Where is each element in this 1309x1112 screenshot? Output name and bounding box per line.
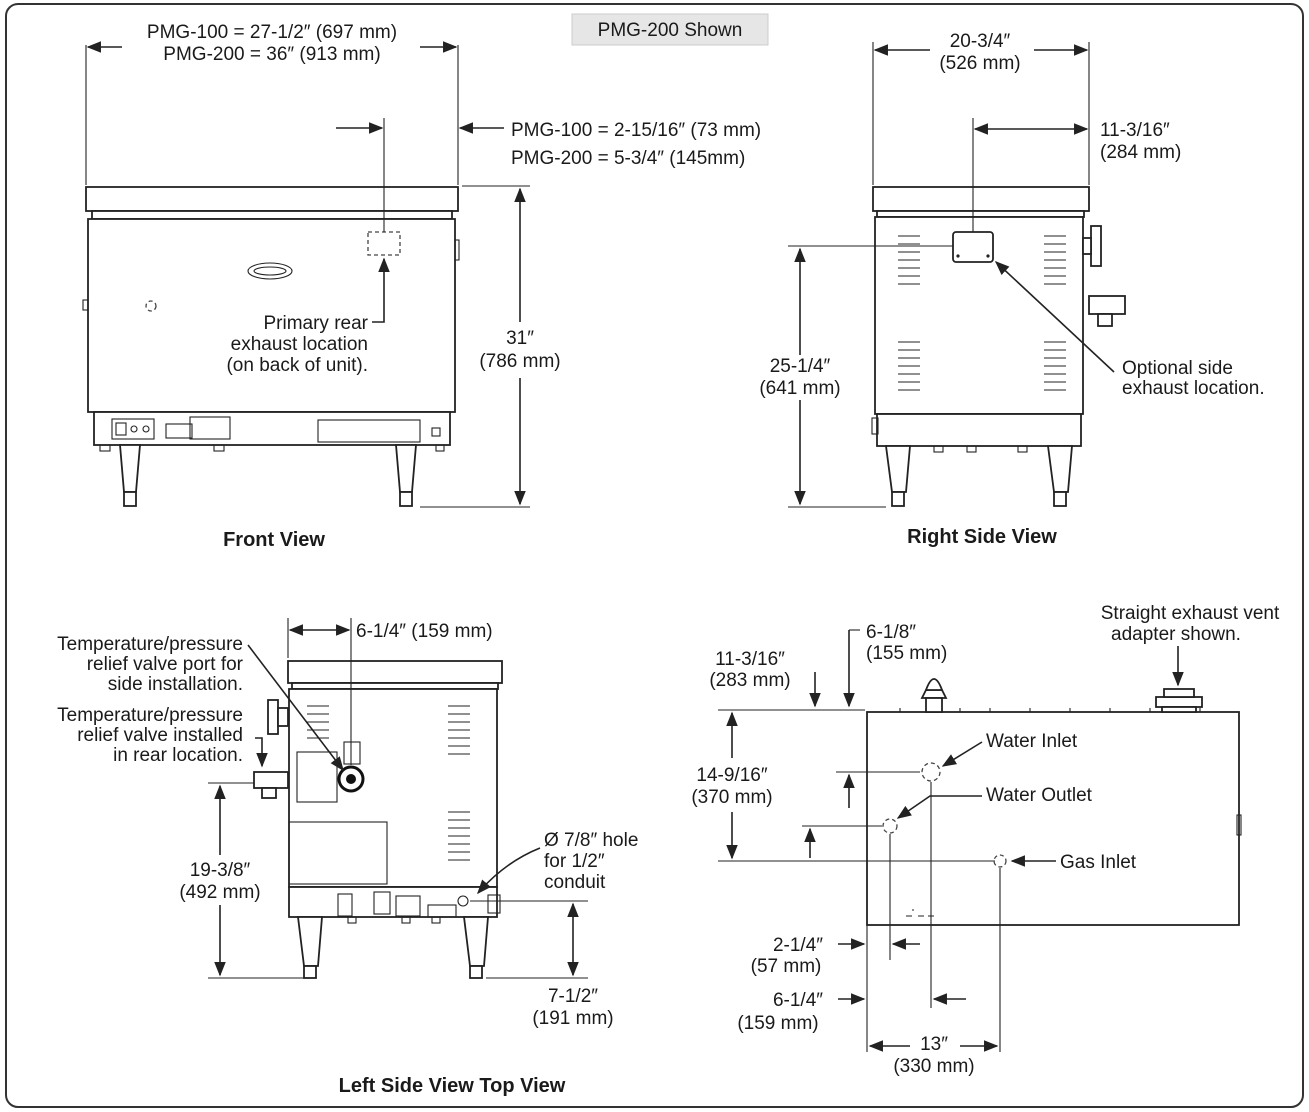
- left-height-dim-line1: 19-3/8″: [190, 860, 251, 881]
- vent-note-line1: Straight exhaust vent: [1101, 603, 1280, 624]
- top-depth-dim-line1: 14-9/16″: [696, 765, 767, 786]
- vent-note-line2: adapter shown.: [1111, 624, 1241, 645]
- front-offset-dim-line2: PMG-200 = 5-3/4″ (145mm): [511, 148, 745, 169]
- hole-note-line1: Ø 7/8″ hole: [544, 830, 638, 851]
- valve-port-note-line2: relief valve port for: [87, 654, 244, 675]
- valve-rear-note-line3: in rear location.: [113, 745, 243, 766]
- front-height-dim-line2: (786 mm): [479, 351, 560, 372]
- front-width-dim-line2: PMG-200 = 36″ (913 mm): [163, 44, 380, 65]
- front-exhaust-note-line3: (on back of unit).: [226, 355, 368, 376]
- right-height-dim-line1: 25-1/4″: [770, 356, 831, 377]
- top-dim-b-line1: 6-1/8″: [866, 622, 916, 643]
- right-exhaust-note-line2: exhaust location.: [1122, 378, 1265, 399]
- top-dim-a-line1: 11-3/16″: [715, 649, 785, 670]
- front-width-dim-line1: PMG-100 = 27-1/2″ (697 mm): [147, 22, 397, 43]
- model-badge-text: PMG-200 Shown: [598, 20, 743, 41]
- valve-rear-note-line2: relief valve installed: [77, 725, 243, 746]
- leg-dim-line1: 7-1/2″: [548, 986, 598, 1007]
- top-depth-dim-line2: (370 mm): [691, 787, 772, 808]
- left-height-dim-line2: (492 mm): [179, 882, 260, 903]
- front-exhaust-note-line2: exhaust location: [231, 334, 368, 355]
- outer-border: [5, 3, 1304, 1108]
- valve-port-note-line1: Temperature/pressure: [57, 634, 243, 655]
- top-view: Straight exhaust vent adapter shown. 6-1…: [691, 603, 1280, 1077]
- right-offset-dim-line1: 11-3/16″: [1100, 120, 1170, 141]
- top-dim-e-line2: (330 mm): [893, 1056, 974, 1077]
- right-side-view-title: Right Side View: [907, 526, 1057, 548]
- top-dim-a-line2: (283 mm): [709, 670, 790, 691]
- valve-port-note-line3: side installation.: [108, 674, 243, 695]
- front-view-title: Front View: [223, 529, 325, 551]
- top-dim-c-line1: 2-1/4″: [773, 935, 823, 956]
- valve-rear-note-line1: Temperature/pressure: [57, 705, 243, 726]
- left-width-dim: 6-1/4″ (159 mm): [356, 621, 493, 642]
- right-exhaust-note-line1: Optional side: [1122, 358, 1233, 379]
- front-offset-dim-line1: PMG-100 = 2-15/16″ (73 mm): [511, 120, 761, 141]
- left-side-view: 6-1/4″ (159 mm) Temperature/pressure rel…: [57, 618, 638, 1097]
- leg-dim-line2: (191 mm): [532, 1008, 613, 1029]
- top-dim-c-line2: (57 mm): [751, 956, 822, 977]
- front-exhaust-note-line1: Primary rear: [263, 313, 368, 334]
- model-badge: PMG-200 Shown: [571, 13, 769, 46]
- front-height-dim-line1: 31″: [506, 328, 534, 349]
- gas-inlet-label: Gas Inlet: [1060, 852, 1137, 873]
- water-inlet-label: Water Inlet: [986, 731, 1078, 752]
- top-dim-d-line2: (159 mm): [737, 1013, 818, 1034]
- top-dim-d-line1: 6-1/4″: [773, 990, 823, 1011]
- left-top-view-title: Left Side View Top View: [339, 1075, 566, 1097]
- hole-note-line3: conduit: [544, 872, 606, 893]
- hole-note-line2: for 1/2″: [544, 851, 605, 872]
- right-height-dim-line2: (641 mm): [759, 378, 840, 399]
- top-dim-b-line2: (155 mm): [866, 643, 947, 664]
- front-view: PMG-100 = 27-1/2″ (697 mm) PMG-200 = 36″…: [82, 22, 761, 551]
- right-width-dim-line1: 20-3/4″: [950, 31, 1011, 52]
- top-dim-e-line1: 13″: [920, 1034, 948, 1055]
- right-offset-dim-line2: (284 mm): [1100, 142, 1181, 163]
- right-width-dim-line2: (526 mm): [939, 53, 1020, 74]
- water-outlet-label: Water Outlet: [986, 785, 1093, 806]
- right-side-view: 20-3/4″ (526 mm) 11-3/16″ (284 mm) 25-1/…: [759, 31, 1264, 548]
